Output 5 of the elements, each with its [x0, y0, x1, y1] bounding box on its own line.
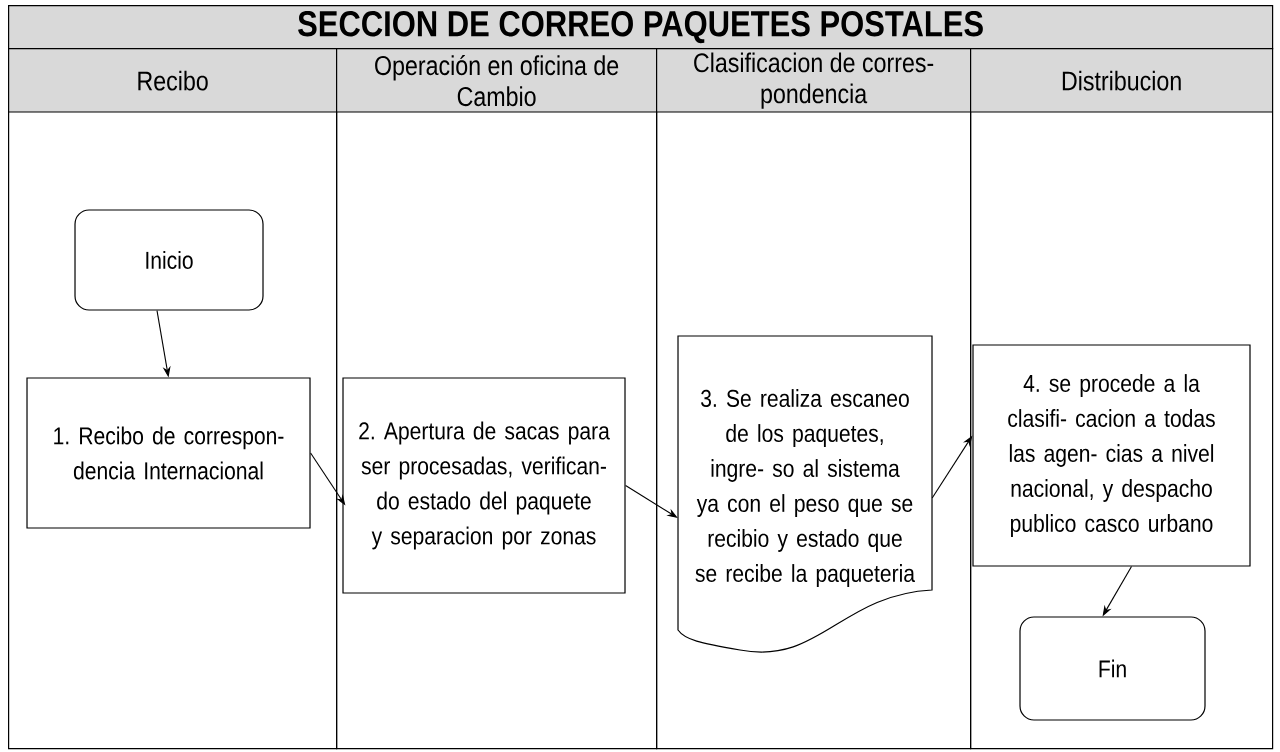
process-box: 4. se procede a la clasifi- cacion a todas las agen- cias a nivel nacional, y despacho publico casco urbano: [972, 344, 1251, 567]
process-box: 1. Recibo de correspon- dencia Internacional: [26, 377, 311, 529]
process-box: 2. Apertura de sacas para ser procesadas, verifican- do estado del paquete y separacion por zonas: [342, 377, 626, 594]
terminal-box: Fin: [1019, 616, 1206, 721]
terminal-box: Inicio: [74, 209, 264, 311]
